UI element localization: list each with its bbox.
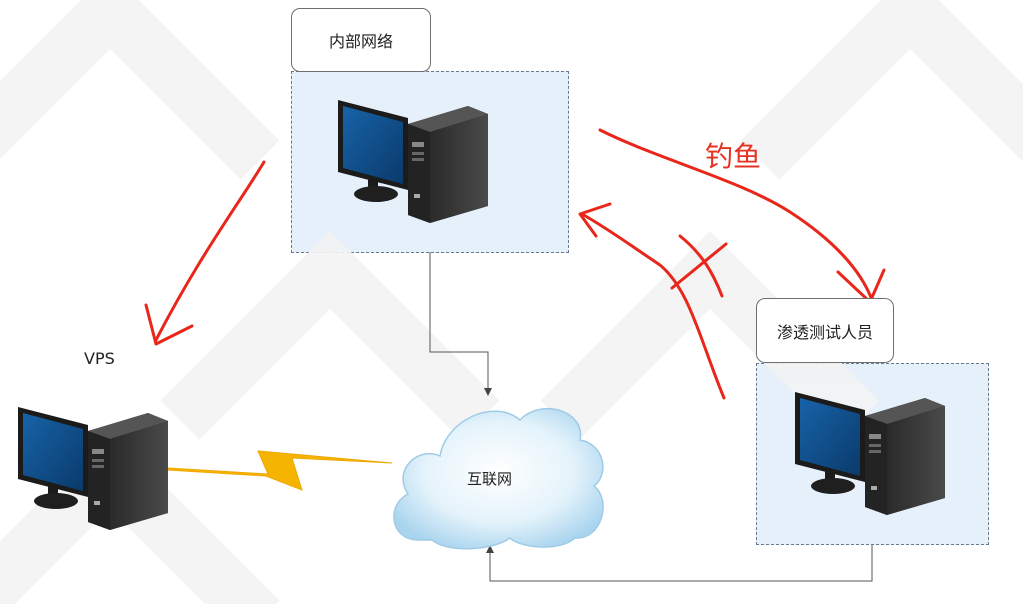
- pentester-label: 渗透测试人员: [776, 322, 873, 342]
- connector-pentester-to-internet: [489, 545, 873, 582]
- internet-label: 互联网: [467, 470, 513, 488]
- internal-network-label: 内部网络: [328, 32, 393, 51]
- pentester-label-box: 渗透测试人员: [756, 298, 894, 363]
- connector-internal-to-internet: [429, 252, 489, 392]
- connector-pentester-arrowhead: [486, 545, 494, 553]
- phishing-annotation: 钓鱼: [705, 140, 762, 173]
- pentester-computer-icon: [795, 392, 945, 515]
- red-arrow-blocked: [580, 212, 726, 400]
- internal-network-label-box: 内部网络: [291, 8, 431, 72]
- internal-network-computer-icon: [338, 100, 488, 223]
- internet-cloud-icon: [393, 407, 604, 550]
- lightning-bolt-icon: [167, 450, 393, 491]
- connector-internal-arrowhead: [484, 388, 492, 396]
- vps-label: VPS: [84, 349, 115, 368]
- red-cross-mark-bar: [670, 242, 728, 290]
- red-arrow-phishing: [598, 128, 874, 302]
- red-arrow-blocked-head: [578, 202, 612, 238]
- red-arrow-internal-to-vps: [154, 160, 266, 342]
- red-arrow-vps-head: [144, 303, 194, 346]
